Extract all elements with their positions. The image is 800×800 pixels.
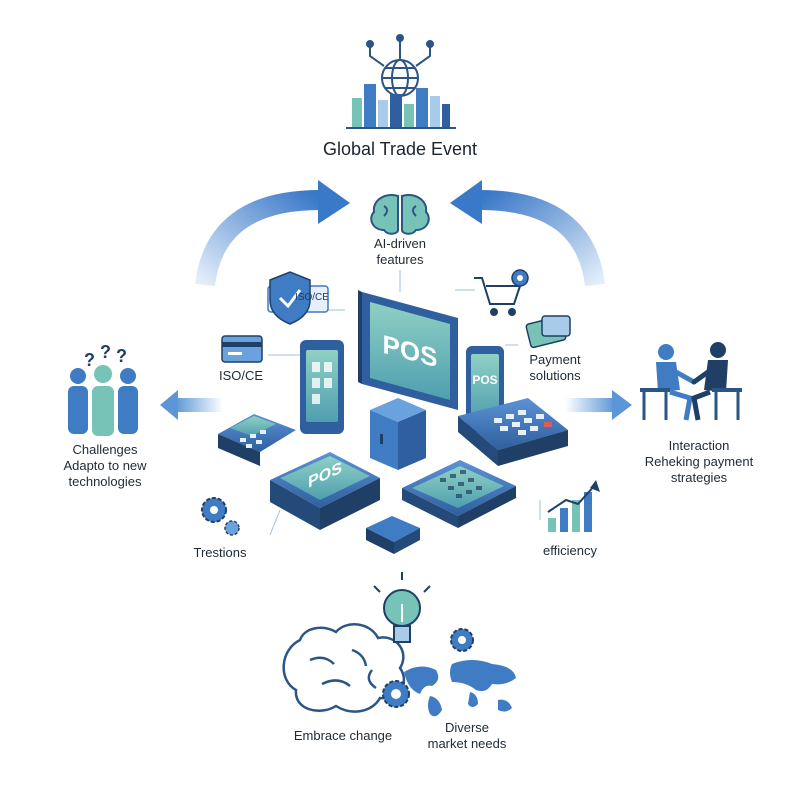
diverse-line-2: market needs [427,736,507,751]
diverse-line-1: Diverse [444,720,490,735]
gear-icon-bottom [382,628,474,708]
pos-base-register [270,452,380,530]
growth-chart-icon [547,480,600,532]
gear-icon-top [511,269,529,287]
interaction-label: Interaction Reheking payment strategies [624,438,774,486]
payment-label-line-1: Payment [529,352,581,367]
people-question-icon: ? ? ? [68,342,138,436]
arrow-to-right [565,390,632,420]
arc-arrow-left [195,180,350,287]
shield-iso-label: ISO/CE [295,292,329,303]
pos-monitor [358,290,458,410]
challenges-line-2: Adapto to new [63,458,147,473]
svg-text:?: ? [100,342,111,362]
gear-icon-left [201,497,240,536]
cart-icon [474,277,522,316]
world-map-icon [404,660,516,717]
receipt-printer [366,516,420,554]
ai-features-label: AI-driven features [340,236,460,268]
efficiency-label: efficiency [543,543,597,558]
pos-phone-text: POS [472,373,498,387]
brain-icon [370,194,430,235]
payment-card-icon [525,315,571,349]
challenges-line-1: Challenges [72,442,138,457]
city-skyline [346,84,456,129]
event-title: Global Trade Event [322,139,478,159]
pos-phone-terminal [458,346,568,466]
diverse-market-label: Diverse market needs [412,720,522,752]
challenges-label: Challenges Adapto to new technologies [40,442,170,490]
trestions-label: Trestions [193,545,247,560]
card-reader-left [218,414,296,466]
pos-cashbox [370,398,426,470]
lightbulb-icon [373,572,431,643]
interaction-line-2: Reheking payment [644,454,754,469]
arc-arrow-right [450,180,605,287]
ai-label-line-1: AI-driven [373,236,427,251]
shield-check-icon [267,271,329,325]
svg-text:?: ? [84,350,95,370]
city-globe-icon [366,34,434,97]
pos-keypad-tablet [402,460,516,528]
arrow-to-left [160,390,223,420]
challenges-line-3: technologies [68,474,142,489]
embrace-change-label: Embrace change [293,728,393,743]
interaction-line-1: Interaction [668,438,730,453]
card-icon [221,335,263,363]
interaction-line-3: strategies [670,470,728,485]
svg-text:?: ? [116,346,127,366]
iso-ce-label: ISO/CE [218,368,264,383]
payment-label-line-2: solutions [529,368,581,383]
ai-label-line-2: features [376,252,424,267]
handshake-meeting-icon [640,342,742,421]
payment-solutions-label: Payment solutions [510,352,600,384]
pos-tablet-left [300,340,344,434]
